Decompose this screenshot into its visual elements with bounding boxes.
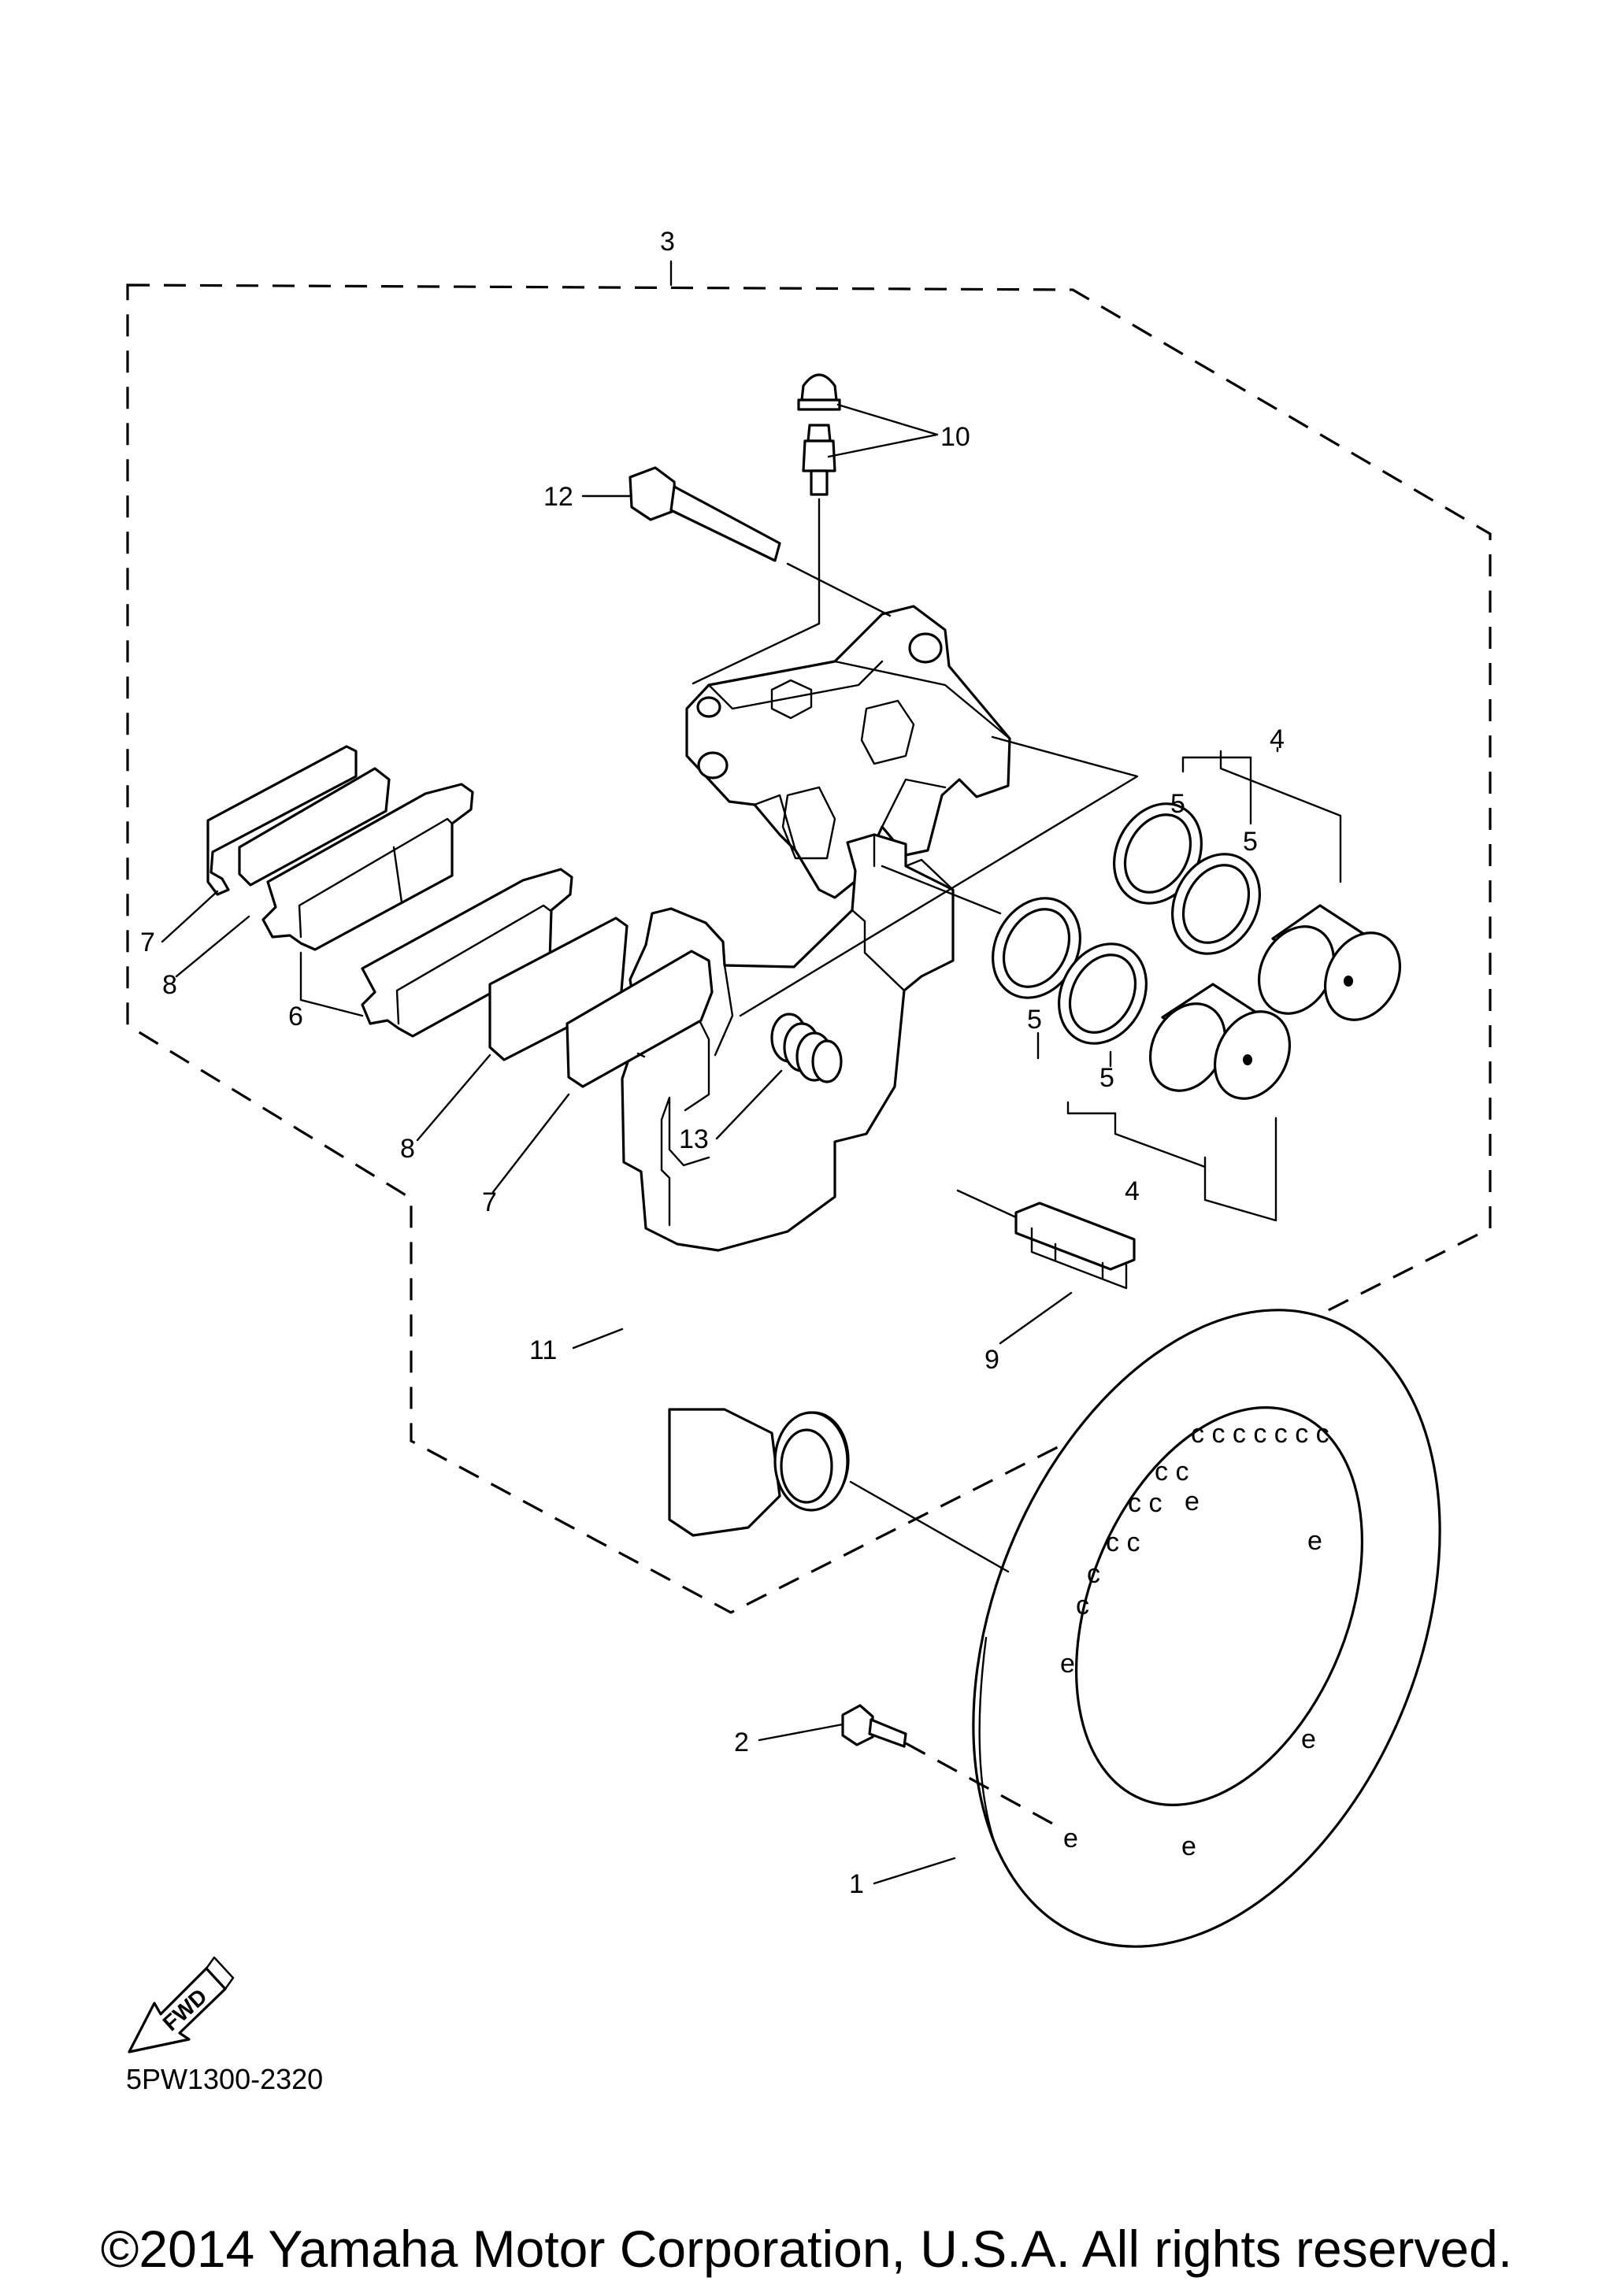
svg-text:c c: c c [1128,1488,1162,1518]
pad-6-left [261,783,474,951]
pin-bolt-part [629,466,781,562]
piston-upper [1257,904,1402,1021]
callout-9: 9 [984,1345,999,1375]
callout-3: 3 [660,227,675,257]
shim-8-left [238,767,391,887]
callout-12: 12 [543,482,573,512]
svg-text:e: e [1063,1824,1078,1853]
seal-ring-lower-right [1058,942,1148,1045]
svg-text:e: e [1307,1526,1322,1556]
caliper-body-part [685,605,1011,899]
callout-6: 6 [288,1002,303,1031]
boot-part [770,1013,843,1083]
fwd-arrow-icon: FWD [128,1956,235,2053]
callout-11: 11 [529,1335,557,1365]
callout-labels: 3 10 12 4 5 5 5 5 4 7 8 6 8 7 13 11 9 2 … [140,227,1285,1899]
piston-lower [1148,983,1292,1100]
callout-7-right: 7 [482,1187,497,1217]
drawing-number: 5PW1300-2320 [126,2063,324,2095]
svg-text:e: e [1060,1649,1075,1679]
callout-5-lower-left: 5 [1027,1005,1042,1035]
bracket-arm-part [668,1408,849,1537]
pad-spring-part [1014,1202,1136,1290]
callout-5-upper-left: 5 [1170,789,1185,819]
disc-holes: c c c c c c c c c c c c c c c e e e e e … [1060,1419,1329,1861]
svg-text:c c: c c [1155,1457,1188,1487]
disc-bolt-part [841,1704,907,1748]
callout-1: 1 [849,1869,864,1899]
callout-13: 13 [679,1124,709,1154]
seal-ring-upper-left [1113,802,1203,905]
callout-8-right: 8 [400,1134,415,1164]
bleed-screw-part [797,373,841,496]
callout-10: 10 [940,422,970,452]
shim-7-right [565,950,714,1088]
callout-8-left: 8 [162,970,177,1000]
brake-disc-part: c c c c c c c c c c c c c c c e e e e e … [972,1309,1441,1948]
svg-text:c c c c c c c: c c c c c c c [1191,1419,1329,1449]
svg-text:e: e [1185,1487,1200,1516]
svg-text:c: c [1087,1559,1100,1589]
callout-4-upper: 4 [1270,724,1285,754]
seal-ring-lower-left [992,897,1081,999]
svg-text:c: c [1076,1591,1089,1620]
caliper-assembly-boundary [126,283,1492,1614]
svg-text:e: e [1301,1724,1316,1754]
svg-text:e: e [1181,1831,1196,1861]
callout-5-upper-right: 5 [1243,827,1258,857]
copyright-text: ©2014 Yamaha Motor Corporation, U.S.A. A… [100,2220,1513,2278]
svg-text:c c: c c [1106,1528,1140,1557]
pad-6-right [361,868,573,1038]
callout-5-lower-right: 5 [1099,1063,1114,1093]
callout-2: 2 [734,1728,749,1757]
callout-7-left: 7 [140,928,155,957]
seal-ring-upper-right [1171,853,1261,955]
leader-lines [161,260,1342,1885]
callout-4-lower: 4 [1125,1176,1140,1206]
shim-7-left [206,745,358,896]
